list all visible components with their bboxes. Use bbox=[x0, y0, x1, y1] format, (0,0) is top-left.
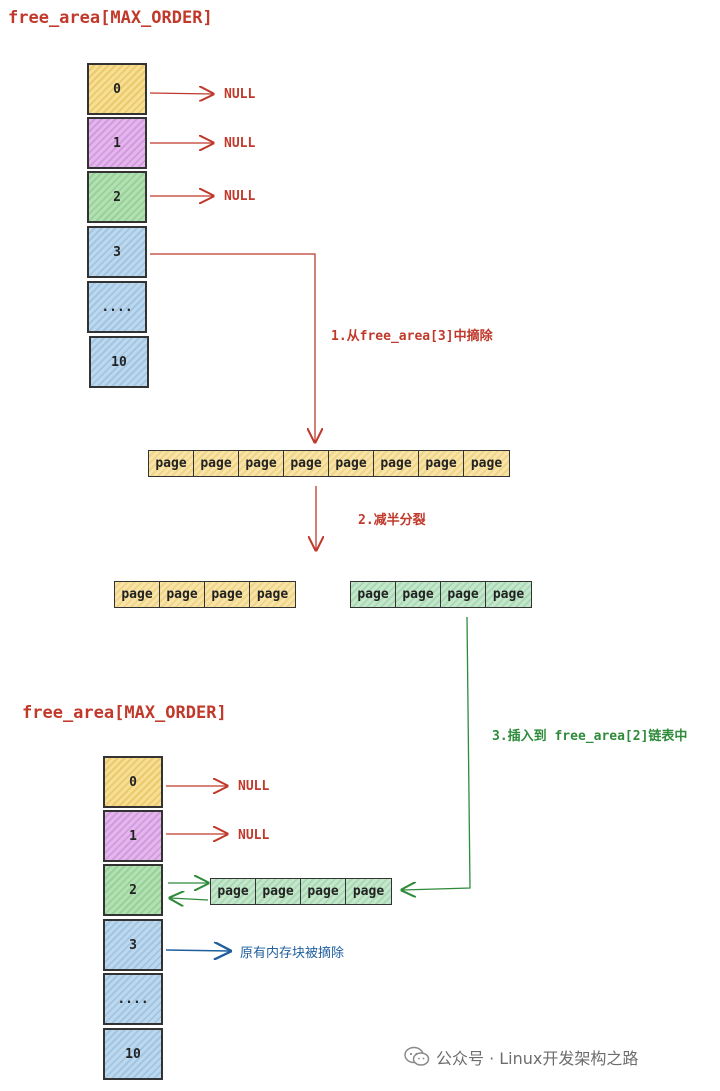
page-block-right-half: page page page page bbox=[350, 581, 532, 608]
page-block-8: page page page page page page page page bbox=[148, 450, 510, 477]
page-cell: page bbox=[419, 451, 464, 476]
top-null-2: NULL bbox=[224, 189, 256, 204]
page-cell: page bbox=[115, 582, 160, 607]
bottom-null-1: NULL bbox=[238, 828, 270, 843]
step2-label: 2.减半分裂 bbox=[358, 513, 426, 528]
bottom-cell-order-2: 2 bbox=[103, 864, 163, 916]
step1-label: 1.从free_area[3]中摘除 bbox=[331, 329, 493, 344]
page-cell: page bbox=[250, 582, 295, 607]
top-cell-order-2: 2 bbox=[87, 171, 147, 223]
removed-note: 原有内存块被摘除 bbox=[240, 946, 345, 961]
page-cell: page bbox=[486, 582, 531, 607]
top-cell-order-3: 3 bbox=[87, 226, 147, 278]
bottom-cell-order-3: 3 bbox=[103, 919, 163, 971]
page-cell: page bbox=[374, 451, 419, 476]
page-cell: page bbox=[256, 879, 301, 904]
bottom-cell-order-0: 0 bbox=[103, 756, 163, 808]
page-cell: page bbox=[211, 879, 256, 904]
bottom-cell-order-1: 1 bbox=[103, 810, 163, 862]
arrow-0-null bbox=[149, 93, 213, 94]
page-cell: page bbox=[396, 582, 441, 607]
page-block-order2-list: page page page page bbox=[210, 878, 392, 905]
top-array-title: free_area[MAX_ORDER] bbox=[8, 8, 213, 28]
page-cell: page bbox=[205, 582, 250, 607]
top-cell-order-0: 0 bbox=[87, 63, 147, 115]
page-cell: page bbox=[194, 451, 239, 476]
arrow-step1 bbox=[150, 253, 315, 442]
page-cell: page bbox=[441, 582, 486, 607]
top-null-0: NULL bbox=[224, 87, 256, 102]
bottom-null-0: NULL bbox=[238, 779, 270, 794]
step3-label: 3.插入到 free_area[2]链表中 bbox=[492, 729, 688, 744]
watermark-text: 公众号 · Linux开发架构之路 bbox=[436, 1049, 639, 1068]
page-cell: page bbox=[160, 582, 205, 607]
arrow-list-to-order2 bbox=[170, 898, 209, 900]
arrow-order3-removed bbox=[165, 950, 230, 951]
page-cell: page bbox=[149, 451, 194, 476]
wechat-icon bbox=[404, 1046, 430, 1066]
watermark: 公众号 · Linux开发架构之路 bbox=[404, 1045, 638, 1069]
page-cell: page bbox=[284, 451, 329, 476]
bottom-cell-ellipsis: .... bbox=[103, 973, 163, 1025]
bottom-cell-order-10: 10 bbox=[103, 1028, 163, 1080]
top-cell-ellipsis: .... bbox=[87, 281, 147, 333]
page-cell: page bbox=[351, 582, 396, 607]
bottom-array-title: free_area[MAX_ORDER] bbox=[22, 703, 227, 723]
arrow-step3 bbox=[402, 616, 471, 890]
page-cell: page bbox=[329, 451, 374, 476]
top-cell-order-1: 1 bbox=[87, 117, 147, 169]
page-cell: page bbox=[301, 879, 346, 904]
page-block-left-half: page page page page bbox=[114, 581, 296, 608]
page-cell: page bbox=[239, 451, 284, 476]
page-cell: page bbox=[464, 451, 509, 476]
page-cell: page bbox=[346, 879, 391, 904]
top-null-1: NULL bbox=[224, 136, 256, 151]
top-cell-order-10: 10 bbox=[89, 336, 149, 388]
